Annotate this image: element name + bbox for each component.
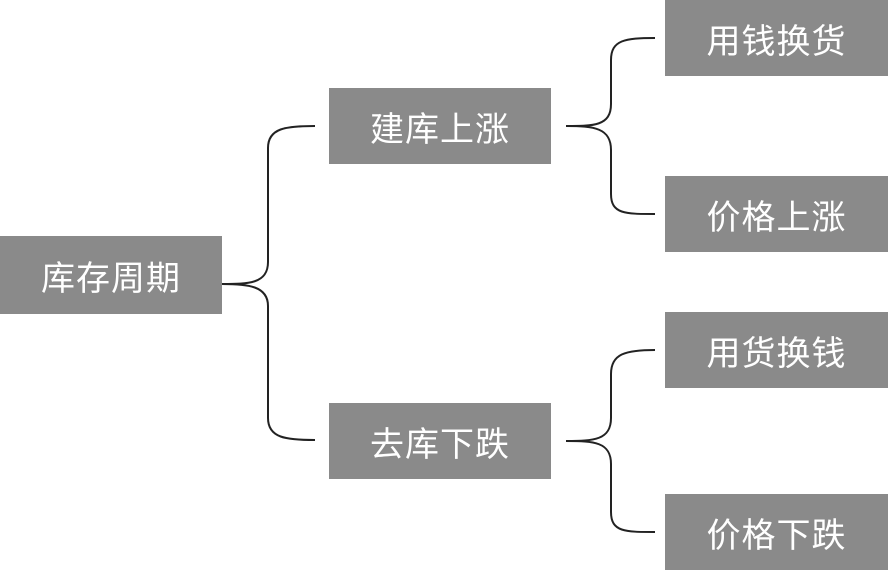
leaf-node-money-for-goods: 用钱换货 [665,0,888,76]
branch-node-label: 去库下跌 [370,424,510,465]
branch2-brace-upper [565,349,656,442]
leaf-node-label: 用货换钱 [706,333,847,374]
leaf-node-label: 价格下跌 [706,515,847,556]
root-node-label: 库存周期 [41,258,181,299]
branch1-brace-lower [565,125,656,215]
branch2-brace-lower [565,440,656,533]
leaf-node-label: 用钱换货 [706,21,847,62]
branch-node-build-up: 建库上涨 [329,88,551,164]
leaf-node-goods-for-money: 用货换钱 [665,312,888,388]
leaf-node-label: 价格上涨 [706,197,847,238]
branch-node-label: 建库上涨 [370,109,510,150]
branch-node-destock-down: 去库下跌 [329,403,551,479]
leaf-node-price-up: 价格上涨 [665,176,888,252]
leaf-node-price-down: 价格下跌 [665,494,888,570]
branch1-brace-upper [565,37,656,127]
root-brace-lower [221,283,316,441]
root-brace [221,125,316,285]
root-node: 库存周期 [0,236,222,314]
